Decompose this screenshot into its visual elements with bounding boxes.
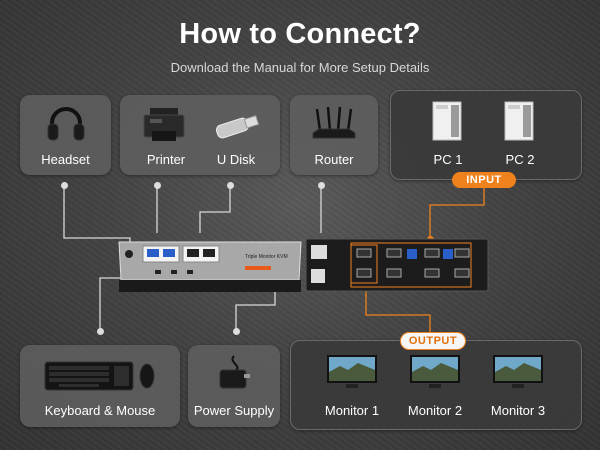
power-connector-dot: [233, 328, 240, 335]
monitor-icon: [410, 355, 460, 388]
monitor2-label: Monitor 2: [407, 403, 463, 418]
monitor3-label: Monitor 3: [490, 403, 546, 418]
usb-drive-icon: [215, 115, 260, 139]
keyboard-mouse-label: Keyboard & Mouse: [44, 403, 156, 418]
page-title: How to Connect?: [179, 18, 421, 50]
router-label: Router: [314, 152, 354, 167]
udisk-label: U Disk: [216, 152, 256, 167]
power-adapter-icon: [219, 355, 250, 389]
udisk-connector-dot: [227, 182, 234, 189]
keyboard-icon: [44, 361, 134, 391]
input-pc-card: [390, 90, 582, 180]
printer-connector-dot: [154, 182, 161, 189]
page-subtitle: Download the Manual for More Setup Detai…: [170, 60, 430, 75]
power-supply-label: Power Supply: [193, 403, 275, 418]
printer-label: Printer: [146, 152, 186, 167]
pc1-label: PC 1: [433, 152, 463, 167]
pc-tower-icon: [504, 101, 534, 141]
monitor-icon: [327, 355, 377, 388]
pc2-label: PC 2: [505, 152, 535, 167]
output-badge: OUTPUT: [400, 332, 466, 350]
monitor1-label: Monitor 1: [324, 403, 380, 418]
headset-icon: [47, 107, 85, 141]
mouse-icon: [139, 363, 155, 389]
headset-connector-dot: [61, 182, 68, 189]
router-connector-dot: [318, 182, 325, 189]
printer-icon: [143, 108, 185, 141]
headset-label: Headset: [41, 152, 90, 167]
input-badge: INPUT: [452, 172, 516, 188]
monitor-icon: [493, 355, 543, 388]
router-icon: [312, 106, 356, 139]
kvm-switch-rear: [305, 238, 489, 292]
kvm-switch-front: [118, 241, 302, 292]
pc-tower-icon: [432, 101, 462, 141]
kvm-front-label: Triple Monitor KVM: [245, 254, 288, 260]
keyboard-connector-dot: [97, 328, 104, 335]
